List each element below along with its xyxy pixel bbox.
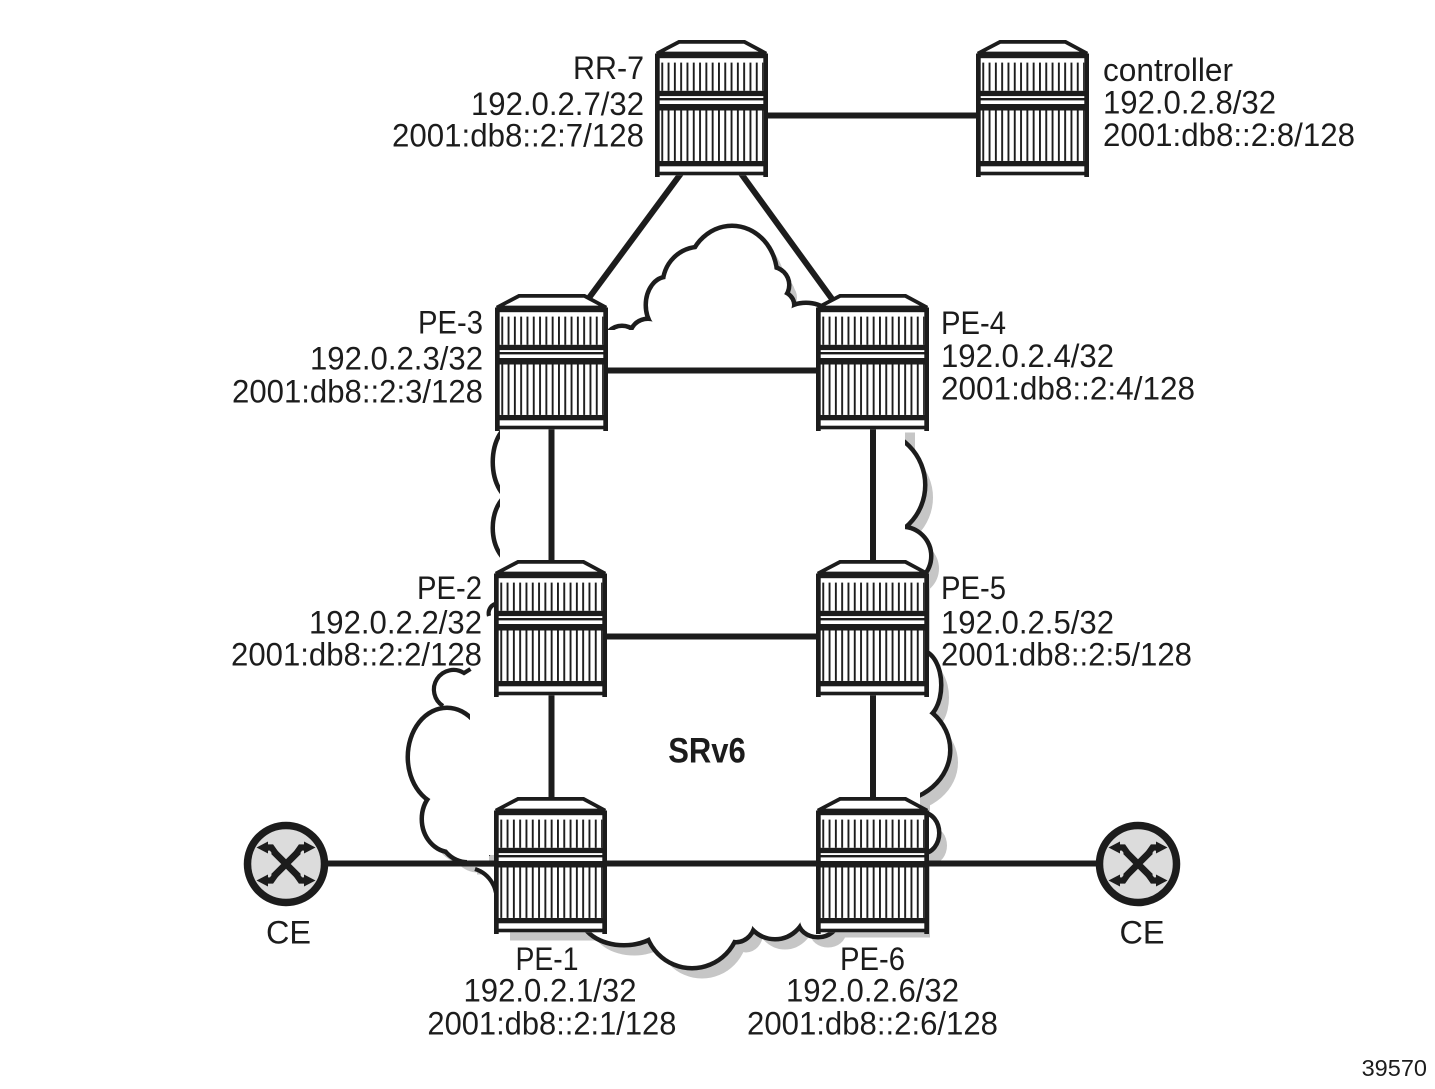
svg-text:192.0.2.6/32: 192.0.2.6/32: [786, 972, 959, 1008]
svg-text:192.0.2.3/32: 192.0.2.3/32: [310, 340, 483, 376]
svg-text:192.0.2.4/32: 192.0.2.4/32: [941, 338, 1114, 374]
svg-text:192.0.2.8/32: 192.0.2.8/32: [1103, 84, 1276, 120]
svg-text:2001:db8::2:6/128: 2001:db8::2:6/128: [747, 1005, 998, 1041]
svg-text:PE-1: PE-1: [516, 941, 579, 977]
svg-text:controller: controller: [1103, 52, 1233, 88]
svg-text:2001:db8::2:1/128: 2001:db8::2:1/128: [427, 1005, 676, 1041]
svg-text:RR-7: RR-7: [573, 50, 644, 86]
svg-text:192.0.2.1/32: 192.0.2.1/32: [464, 972, 637, 1008]
svg-text:2001:db8::2:4/128: 2001:db8::2:4/128: [941, 370, 1195, 406]
svg-text:PE-4: PE-4: [941, 305, 1006, 341]
svg-text:2001:db8::2:8/128: 2001:db8::2:8/128: [1103, 117, 1355, 153]
svg-text:CE: CE: [1120, 915, 1165, 951]
svg-text:PE-5: PE-5: [941, 570, 1006, 606]
svg-text:39570: 39570: [1362, 1055, 1427, 1081]
svg-text:192.0.2.5/32: 192.0.2.5/32: [941, 605, 1114, 641]
svg-text:192.0.2.7/32: 192.0.2.7/32: [471, 86, 644, 122]
svg-text:SRv6: SRv6: [668, 732, 746, 771]
svg-text:2001:db8::2:3/128: 2001:db8::2:3/128: [232, 374, 483, 410]
svg-text:2001:db8::2:7/128: 2001:db8::2:7/128: [392, 118, 644, 154]
svg-text:192.0.2.2/32: 192.0.2.2/32: [309, 605, 482, 641]
svg-text:2001:db8::2:2/128: 2001:db8::2:2/128: [231, 637, 482, 673]
svg-text:CE: CE: [266, 915, 311, 951]
svg-text:PE-3: PE-3: [418, 304, 483, 340]
svg-text:PE-6: PE-6: [840, 941, 905, 977]
svg-text:PE-2: PE-2: [417, 570, 482, 606]
svg-text:2001:db8::2:5/128: 2001:db8::2:5/128: [941, 637, 1192, 673]
